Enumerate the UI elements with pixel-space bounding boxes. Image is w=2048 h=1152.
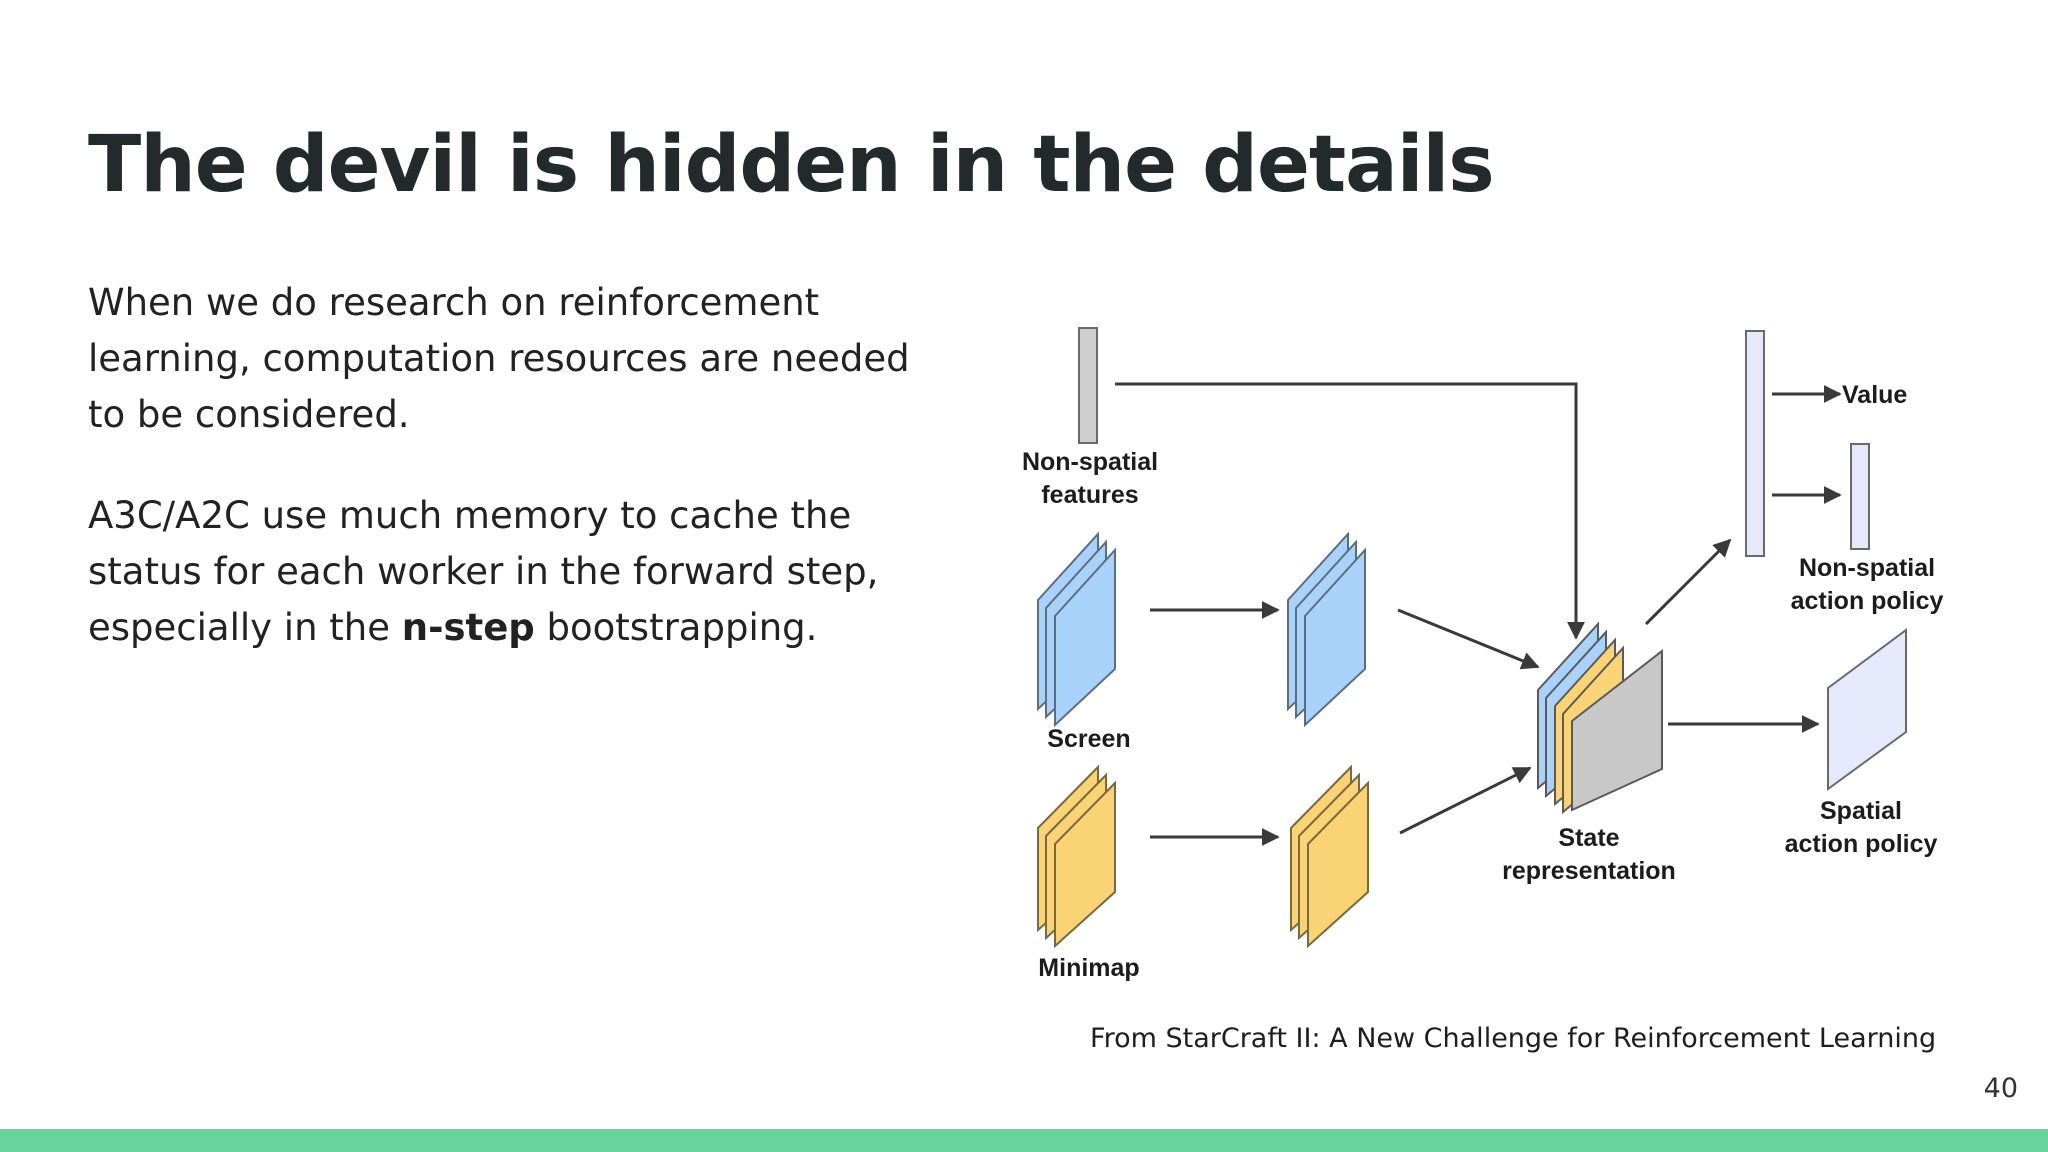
nonspatial-features-label-1: Non-spatial bbox=[1022, 448, 1158, 476]
fc-layer-block bbox=[1745, 330, 1765, 557]
screen-conv-to-state-arrow bbox=[1397, 608, 1540, 670]
slide-body: When we do research on reinforcement lea… bbox=[88, 275, 958, 701]
screen-conv-stack bbox=[1287, 531, 1366, 728]
spatial-policy-label-2: action policy bbox=[1785, 830, 1938, 858]
paragraph-2-bold: n-step bbox=[401, 606, 535, 649]
spatial-policy-label-1: Spatial bbox=[1820, 797, 1902, 825]
nonspatial-policy-label-2: action policy bbox=[1791, 587, 1944, 615]
minimap-input-stack bbox=[1037, 764, 1116, 949]
screen-input-stack bbox=[1037, 531, 1116, 728]
nonspatial-features-label-2: features bbox=[1041, 481, 1138, 509]
spatial-policy-block bbox=[1827, 628, 1907, 791]
state-representation-stack bbox=[1537, 621, 1663, 815]
minimap-conv-to-state-arrow bbox=[1399, 766, 1532, 835]
paragraph-2-start: A3C/A2C use much memory to cache the sta… bbox=[88, 494, 879, 649]
paragraph-1: When we do research on reinforcement lea… bbox=[88, 281, 910, 436]
state-label-2: representation bbox=[1502, 857, 1676, 885]
state-to-fc-arrow bbox=[1644, 538, 1732, 626]
footer-bar bbox=[0, 1129, 2048, 1152]
nonspatial-policy-label-1: Non-spatial bbox=[1799, 554, 1935, 582]
nonspatial-policy-block bbox=[1850, 443, 1870, 550]
nonspatial-features-block bbox=[1078, 327, 1098, 444]
page-number: 40 bbox=[1983, 1073, 2018, 1104]
state-label-1: State bbox=[1558, 824, 1619, 852]
paragraph-2-end: bootstrapping. bbox=[534, 606, 818, 649]
nonspatial-to-state-arrow bbox=[1115, 382, 1585, 640]
slide-title: The devil is hidden in the details bbox=[88, 120, 1495, 210]
minimap-label: Minimap bbox=[1038, 954, 1139, 982]
architecture-diagram: Non-spatial features Screen Minimap bbox=[1022, 327, 1944, 982]
minimap-conv-stack bbox=[1290, 764, 1369, 949]
paragraph-2: A3C/A2C use much memory to cache the sta… bbox=[88, 488, 958, 656]
value-label: Value bbox=[1842, 381, 1907, 409]
screen-label: Screen bbox=[1047, 725, 1130, 753]
figure-caption: From StarCraft II: A New Challenge for R… bbox=[1090, 1023, 1937, 1054]
